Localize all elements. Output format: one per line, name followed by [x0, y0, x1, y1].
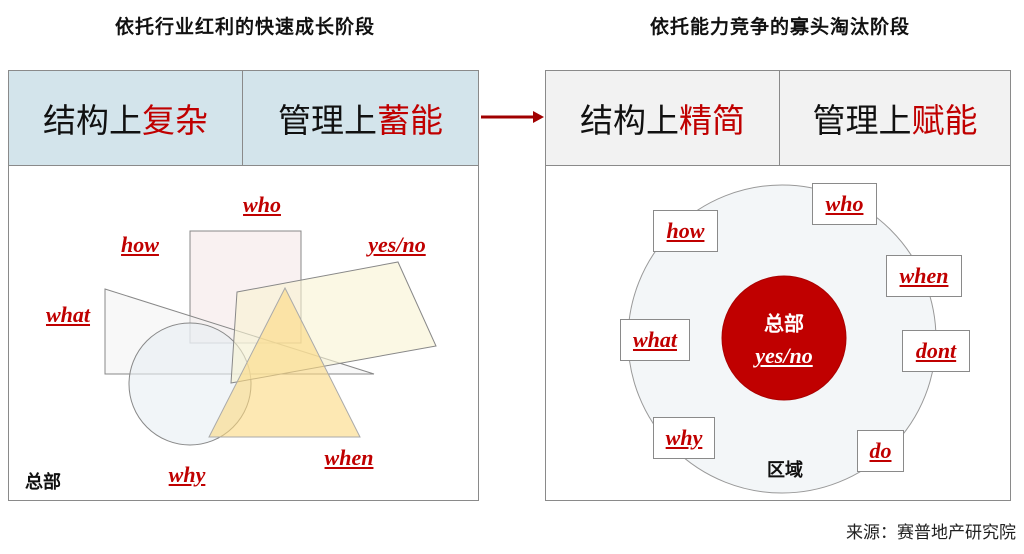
label-when: when [324, 445, 374, 470]
label-what: what [45, 302, 91, 327]
box-label: when [899, 263, 949, 288]
left-panel: 结构上复杂 管理上蓄能 [8, 70, 479, 501]
label-why: why [168, 462, 206, 487]
header-highlight: 蓄能 [377, 101, 443, 140]
box-label: dont [915, 338, 957, 363]
label-how: how [121, 232, 159, 257]
hq-center-title: 总部 [764, 311, 804, 336]
box-label: why [665, 425, 703, 450]
box-why: why [653, 417, 715, 459]
header-prefix: 结构上 [43, 101, 142, 140]
header-prefix: 管理上 [812, 101, 912, 140]
yellow-triangle-shape [208, 286, 361, 438]
hq-center-sub: yes/no [755, 343, 813, 368]
left-header-structure: 结构上复杂 [9, 71, 243, 166]
label-yes-no: yes/no [368, 232, 426, 257]
box-label: how [666, 218, 705, 243]
box-dont: dont [902, 330, 970, 372]
box-do: do [857, 430, 904, 472]
right-header-management: 管理上赋能 [780, 71, 1010, 166]
right-title: 依托能力竞争的寡头淘汰阶段 [649, 16, 910, 38]
box-what: what [620, 319, 690, 361]
right-header-structure: 结构上精简 [546, 71, 780, 166]
box-label: what [632, 327, 678, 352]
box-label: who [825, 191, 864, 216]
box-how: how [653, 210, 718, 252]
box-label: do [869, 438, 892, 463]
left-title: 依托行业红利的快速成长阶段 [114, 16, 375, 38]
header-highlight: 复杂 [142, 101, 208, 140]
left-header-management: 管理上蓄能 [243, 71, 478, 166]
arrow-head [533, 111, 544, 123]
header-highlight: 精简 [679, 101, 745, 140]
header-highlight: 赋能 [911, 101, 978, 140]
box-who: who [812, 183, 877, 225]
header-prefix: 结构上 [580, 101, 679, 140]
region-label: 区域 [767, 460, 803, 481]
hq-label: 总部 [25, 472, 61, 493]
box-when: when [886, 255, 962, 297]
header-prefix: 管理上 [278, 101, 377, 140]
source-note: 来源：赛普地产研究院 [846, 523, 1016, 543]
right-panel: 结构上精简 管理上赋能 [545, 70, 1011, 501]
label-who: who [243, 192, 281, 217]
hq-circle [721, 275, 847, 401]
